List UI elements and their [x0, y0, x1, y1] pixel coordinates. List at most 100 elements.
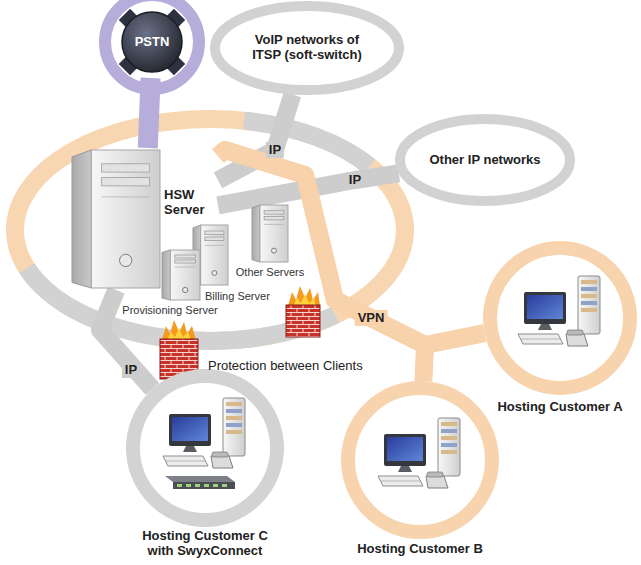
firewall-icon — [286, 286, 320, 337]
workstation-icon — [518, 276, 600, 346]
link-label: IP — [122, 362, 140, 378]
drawing-part — [186, 484, 191, 487]
pstn-gear — [119, 9, 185, 75]
drawing-part — [166, 461, 205, 462]
network-cloud-shape — [400, 119, 570, 201]
drawing-part — [264, 224, 284, 225]
drawing-part — [441, 429, 457, 433]
annotation-label: Protection between Clients — [208, 358, 363, 374]
customer-site-ring — [133, 376, 277, 520]
drawing-part — [581, 280, 597, 284]
drawing-part — [163, 456, 208, 466]
drawing-part — [169, 414, 211, 446]
drawing-part — [213, 484, 218, 487]
drawing-part — [521, 339, 560, 340]
link-label: IP — [346, 172, 364, 188]
node-label: Billing Server — [205, 290, 270, 303]
drawing-part — [226, 409, 242, 413]
node-label: Other Servers — [236, 266, 304, 279]
drawing-part — [293, 294, 316, 306]
drawing-part — [72, 150, 91, 288]
drawing-part — [378, 476, 423, 486]
drawing-part — [205, 237, 224, 241]
server-icon — [252, 205, 288, 262]
drawing-part — [120, 254, 132, 266]
drawing-part — [170, 250, 200, 300]
node-shape — [126, 369, 284, 527]
drawing-part — [102, 196, 150, 197]
node-shape — [483, 241, 637, 395]
voip-network: VoIP networks of ITSP (soft-switch) — [210, 1, 404, 95]
drawing-part — [527, 295, 563, 319]
drawing-part — [384, 434, 426, 466]
node-shape — [341, 381, 499, 539]
drawing-part — [177, 484, 182, 487]
drawing-part — [223, 398, 245, 456]
drawing-part — [581, 294, 597, 298]
drawing-part — [212, 452, 228, 457]
drawing-part — [205, 231, 224, 235]
node-label: Hosting Customer A — [497, 400, 622, 415]
customer-site-ring — [348, 388, 492, 532]
drawing-part — [204, 484, 209, 487]
drawing-part — [441, 436, 457, 440]
drawing-part — [167, 328, 191, 340]
drawing-part — [205, 245, 224, 246]
drawing-part — [581, 287, 597, 291]
drawing-part — [538, 324, 552, 330]
drawing-part — [162, 320, 196, 340]
drawing-part — [578, 276, 600, 334]
drawing-part — [175, 255, 196, 258]
drawing-part — [427, 472, 443, 477]
drawing-part — [165, 476, 235, 482]
workstation-icon — [378, 418, 460, 488]
pstn-node: PSTN — [116, 6, 188, 78]
drawing-part — [195, 484, 200, 487]
customer-site-ring — [490, 248, 630, 388]
drawing-part — [441, 443, 457, 447]
server-node: Other Servers — [232, 205, 308, 285]
pstn-ring — [105, 0, 199, 89]
node-label: HSW Server — [164, 188, 216, 218]
drawing-part — [264, 216, 284, 219]
node-label: Other IP networks — [429, 153, 540, 168]
drawing-part — [286, 305, 320, 337]
drawing-part — [264, 211, 284, 214]
server-icon — [72, 150, 160, 288]
drawing-part — [162, 250, 170, 300]
drawing-part — [173, 482, 235, 489]
drawing-part — [211, 456, 233, 468]
server-node: Billing Server — [193, 225, 288, 303]
node-label: Hosting Customer B — [357, 542, 483, 557]
drawing-part — [122, 12, 182, 72]
drawing-part — [271, 248, 276, 253]
drawing-part — [226, 402, 242, 406]
drawing-part — [91, 150, 160, 288]
drawing-part — [387, 437, 423, 461]
node-label: Hosting Customer C with SwyxConnect — [130, 529, 280, 559]
drawing-part — [524, 292, 566, 324]
drawing-part — [183, 446, 197, 452]
drawing-part — [567, 330, 583, 335]
drawing-part — [566, 334, 588, 346]
link-label: VPN — [355, 310, 388, 326]
drawing-part — [175, 260, 196, 263]
drawing-part — [441, 450, 457, 454]
server-icon — [162, 250, 200, 300]
drawing-part — [201, 225, 228, 285]
node-label: Provisioning Server — [122, 304, 217, 317]
drawing-part — [226, 430, 242, 434]
drawing-part — [518, 334, 563, 344]
drawing-part — [226, 416, 242, 420]
drawing-part — [426, 476, 448, 488]
drawing-part — [288, 286, 320, 306]
ip-network: Other IP networks — [395, 114, 575, 206]
drawing-part — [381, 481, 420, 482]
server-node: Provisioning Server — [115, 250, 225, 320]
customer-site: Hosting Customer A — [483, 241, 637, 395]
drawing-part — [260, 205, 288, 262]
link-label: IP — [266, 142, 284, 158]
workstation-icon — [163, 398, 245, 489]
drawing-part — [226, 423, 242, 427]
